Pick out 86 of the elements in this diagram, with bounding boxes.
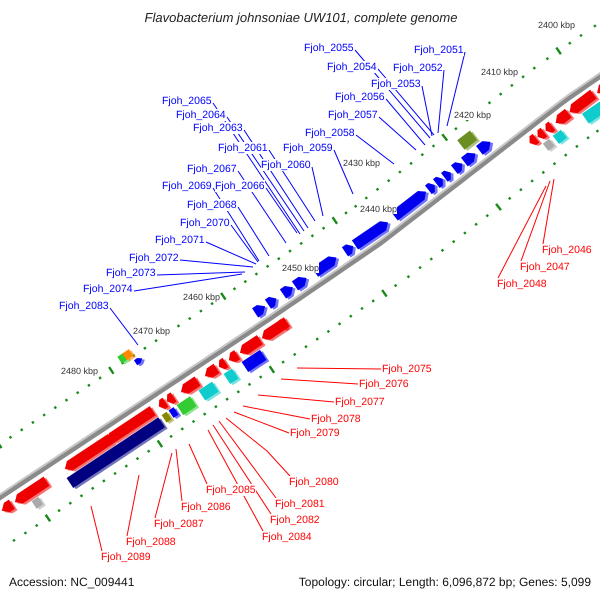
gene-label: Fjoh_2084 xyxy=(262,531,312,543)
leader-line xyxy=(90,506,102,552)
leader-line xyxy=(188,444,208,484)
leader-line xyxy=(446,52,466,126)
gene-label: Fjoh_2074 xyxy=(83,283,133,295)
leader-line xyxy=(312,166,324,216)
gene-label: Fjoh_2076 xyxy=(359,378,409,390)
gene-label: Fjoh_2085 xyxy=(206,484,256,496)
gene-label: Fjoh_2083 xyxy=(59,300,109,312)
gene-label: Fjoh_2052 xyxy=(393,62,443,74)
leader-line xyxy=(134,274,242,292)
leader-line xyxy=(238,206,270,256)
leader-line xyxy=(242,406,310,420)
gene-label: Fjoh_2058 xyxy=(305,127,355,139)
leader-line xyxy=(438,70,444,134)
leader-line xyxy=(266,188,298,234)
gene-label: Fjoh_2063 xyxy=(193,122,243,134)
leader-line xyxy=(520,180,550,262)
gene-label: Fjoh_2066 xyxy=(215,180,265,192)
gene-label: Fjoh_2087 xyxy=(154,518,204,530)
gene-label: Fjoh_2082 xyxy=(270,514,320,526)
gene-label: Fjoh_2088 xyxy=(126,536,176,548)
leader-line xyxy=(280,378,358,384)
leader-line xyxy=(296,368,382,370)
leader-line xyxy=(176,448,182,502)
position-label: 2410 kbp xyxy=(481,67,518,77)
leader-line xyxy=(356,134,394,164)
gene-label: Fjoh_2048 xyxy=(497,278,547,290)
gene-label: Fjoh_2069 xyxy=(162,180,212,192)
gene-label: Fjoh_2075 xyxy=(382,363,432,375)
gene-label: Fjoh_2053 xyxy=(371,78,421,90)
gene-label: Fjoh_2055 xyxy=(304,42,354,54)
gene-label: Fjoh_2089 xyxy=(101,551,151,563)
leader-line xyxy=(110,308,138,346)
leader-line xyxy=(542,178,554,244)
gene-label: Fjoh_2080 xyxy=(289,476,339,488)
gene-label: Fjoh_2065 xyxy=(162,95,212,107)
position-label: 2400 kbp xyxy=(538,20,576,30)
position-label: 2430 kbp xyxy=(343,158,380,168)
gene-label: Fjoh_2046 xyxy=(542,244,592,256)
leader-line xyxy=(156,272,246,276)
gene-label: Fjoh_2077 xyxy=(335,396,385,408)
footer-text: Accession: NC_009441 xyxy=(9,575,134,589)
gene-label: Fjoh_2051 xyxy=(414,44,464,56)
leader-line xyxy=(208,430,264,532)
leader-line xyxy=(334,150,354,194)
gene-label: Fjoh_2057 xyxy=(328,109,378,121)
position-label: 2470 kbp xyxy=(133,326,170,336)
position-label: 2460 kbp xyxy=(183,292,220,302)
gene-label: Fjoh_2071 xyxy=(155,234,205,246)
position-label: 2450 kbp xyxy=(282,263,320,273)
leader-line xyxy=(230,224,258,262)
leader-line xyxy=(378,116,416,150)
leader-line xyxy=(212,424,272,514)
gene-label: Fjoh_2056 xyxy=(335,91,385,103)
gene-label: Fjoh_2060 xyxy=(261,159,311,171)
gene-label: Fjoh_2072 xyxy=(129,252,179,264)
footer-text: Topology: circular; Length: 6,096,872 bp; Genes: 5,099 xyxy=(298,575,591,589)
leader-line xyxy=(206,242,256,264)
leader-line xyxy=(218,420,276,498)
position-label: 2440 kbp xyxy=(360,204,398,214)
gene-label: Fjoh_2064 xyxy=(176,109,226,121)
gene-label: Fjoh_2059 xyxy=(283,142,333,154)
gene-label: Fjoh_2070 xyxy=(180,217,230,229)
gene-label: Fjoh_2081 xyxy=(275,498,325,510)
gene-label: Fjoh_2061 xyxy=(218,142,268,154)
gene-label: Fjoh_2067 xyxy=(187,163,237,175)
leader-line xyxy=(258,394,334,402)
gene-label: Fjoh_2054 xyxy=(327,61,377,73)
position-label: 2420 kbp xyxy=(454,110,492,120)
gene-label: Fjoh_2079 xyxy=(290,427,340,439)
leader-line xyxy=(386,98,426,146)
leader-line xyxy=(234,412,290,434)
leader-line xyxy=(226,418,290,476)
gene-label: Fjoh_2068 xyxy=(187,199,237,211)
position-label: 2480 kbp xyxy=(61,366,98,376)
leader-line xyxy=(126,474,140,536)
gene-label: Fjoh_2073 xyxy=(106,267,156,279)
gene-label: Fjoh_2047 xyxy=(520,261,570,273)
leader-line xyxy=(180,260,254,268)
leader-line xyxy=(154,452,172,518)
leader-line xyxy=(422,86,432,136)
leader-line xyxy=(498,186,546,278)
title: Flavobacterium johnsoniae UW101, complete genome xyxy=(144,10,458,25)
gene-label: Fjoh_2086 xyxy=(181,501,231,513)
gene-label: Fjoh_2078 xyxy=(311,413,361,425)
